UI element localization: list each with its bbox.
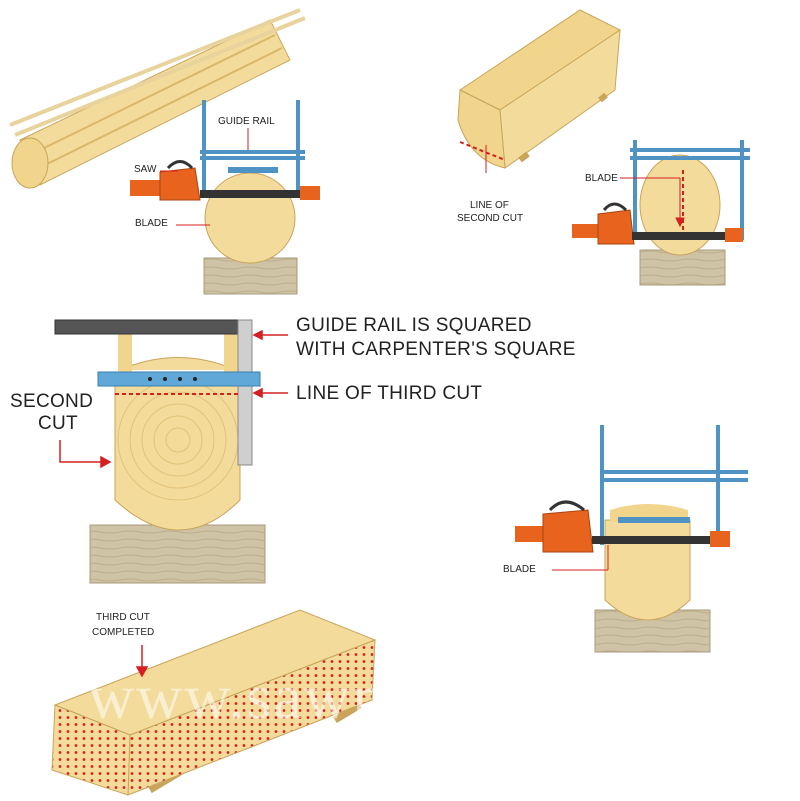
guide-rail-frame <box>200 100 305 195</box>
guide-rail-frame <box>600 425 748 545</box>
guide-rail-frame <box>630 140 750 240</box>
label-blade-3: BLADE <box>503 564 536 575</box>
carpenters-square <box>54 319 253 466</box>
label-saw: SAW <box>134 164 157 175</box>
chainsaw <box>572 202 743 245</box>
label-guide-rail: GUIDE RAIL <box>218 116 275 127</box>
label-second-cut-2: CUT <box>38 413 78 434</box>
support-block <box>89 524 266 584</box>
panel-4 <box>515 425 748 653</box>
label-line-of-second-cut-2: SECOND CUT <box>457 213 524 224</box>
log-end <box>204 172 296 264</box>
panel-1 <box>9 8 320 295</box>
leader-line <box>135 645 149 678</box>
label-guide-rail-squared-2: WITH CARPENTER'S SQUARE <box>296 339 576 360</box>
small-leaders <box>160 128 685 571</box>
chainsaw <box>130 160 320 201</box>
label-line-of-third-cut: LINE OF THIRD CUT <box>296 383 483 404</box>
panel-5 <box>51 609 377 796</box>
label-guide-rail-squared-1: GUIDE RAIL IS SQUARED <box>296 315 532 336</box>
leader-lines <box>59 329 288 469</box>
label-blade: BLADE <box>135 218 168 229</box>
label-line-of-second-cut-1: LINE OF <box>470 200 509 211</box>
cant-end <box>51 704 131 796</box>
label-third-cut-1: THIRD CUT <box>96 612 150 623</box>
long-log <box>9 8 306 189</box>
squared-log <box>457 9 621 169</box>
panel-3 <box>54 319 288 584</box>
chainsaw <box>515 500 730 553</box>
watermark: www.sawm <box>88 661 404 732</box>
log-end <box>604 519 691 621</box>
label-blade-2: BLADE <box>585 173 618 184</box>
guide-rail <box>97 371 261 387</box>
label-third-cut-2: COMPLETED <box>92 627 155 638</box>
support-block <box>639 249 726 286</box>
panel-2 <box>457 9 750 286</box>
label-second-cut-1: SECOND <box>10 391 94 412</box>
